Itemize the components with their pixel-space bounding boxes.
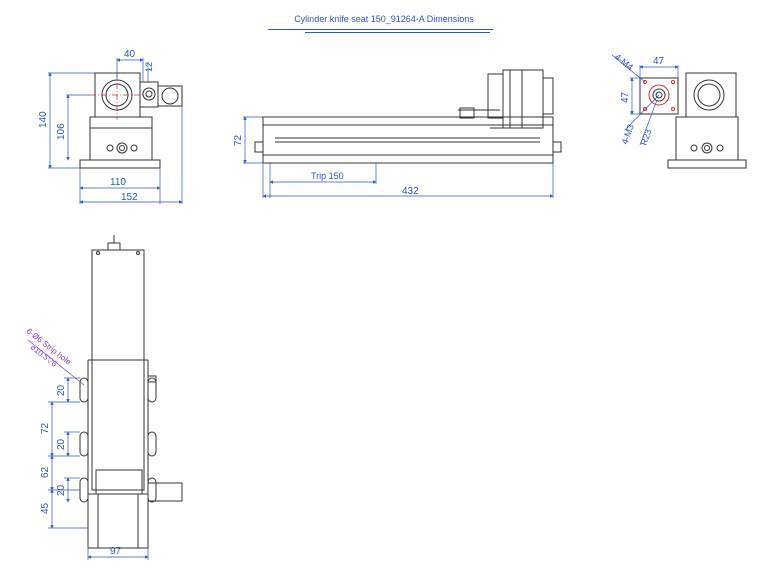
right-dim-height: 47 <box>620 91 631 103</box>
front-bolt-hole <box>106 144 114 152</box>
bottom-side-fitting <box>147 482 183 502</box>
bottom-view <box>79 235 183 549</box>
front-port-hole <box>116 142 128 154</box>
bottom-dim-97: 97 <box>110 546 122 557</box>
title-underline <box>268 29 493 30</box>
front-fitting <box>142 87 156 101</box>
right-radius: R23 <box>638 128 653 147</box>
side-dim-length: 432 <box>402 186 419 197</box>
front-dimensions <box>48 58 183 204</box>
bottom-dim-20a: 20 <box>56 384 67 396</box>
bottom-dim-72: 72 <box>40 422 51 434</box>
right-view <box>639 72 747 169</box>
bottom-dimensions <box>27 339 149 560</box>
side-trip-label: Trip 150 <box>311 171 344 181</box>
right-thread-a: 4-M4 <box>613 52 635 73</box>
title-underline-2 <box>305 32 490 33</box>
front-dim-body: 106 <box>56 123 67 140</box>
side-head-housing <box>502 69 544 129</box>
right-base-plate <box>667 159 747 169</box>
front-dim-top: 40 <box>124 49 136 60</box>
bottom-dim-20c: 20 <box>56 484 67 496</box>
right-thread-b: 4-M3 <box>619 123 635 146</box>
front-dim-base-inner: 110 <box>110 177 126 188</box>
bottom-head-housing <box>87 493 149 549</box>
front-view <box>79 72 183 169</box>
side-dim-height: 72 <box>233 134 244 146</box>
right-dimensions <box>611 54 679 146</box>
side-view <box>254 69 562 164</box>
right-dim-width: 47 <box>653 56 665 67</box>
slot-hole-3 <box>79 477 89 503</box>
right-body-block <box>675 116 739 161</box>
front-base-plate <box>79 159 161 169</box>
slot-hole-1 <box>79 377 89 403</box>
slot-hole-2 <box>79 431 89 457</box>
side-dimensions <box>243 116 554 198</box>
front-dim-small: 12 <box>144 62 154 72</box>
right-head-housing <box>685 72 737 118</box>
bottom-main-body <box>91 249 145 491</box>
front-dim-base-outer: 152 <box>121 192 138 203</box>
front-dim-height: 140 <box>38 111 49 128</box>
side-main-body <box>262 116 554 164</box>
bottom-dim-20b: 20 <box>56 438 67 450</box>
bottom-dim-62: 62 <box>40 466 51 478</box>
side-head-plate <box>487 73 504 119</box>
right-flange <box>639 77 679 115</box>
side-bracket <box>459 107 475 119</box>
bottom-dim-45: 45 <box>40 502 51 514</box>
page-title: Cylinder knife seat 150_91264-A Dimensio… <box>294 14 474 24</box>
front-body-block <box>89 116 153 161</box>
